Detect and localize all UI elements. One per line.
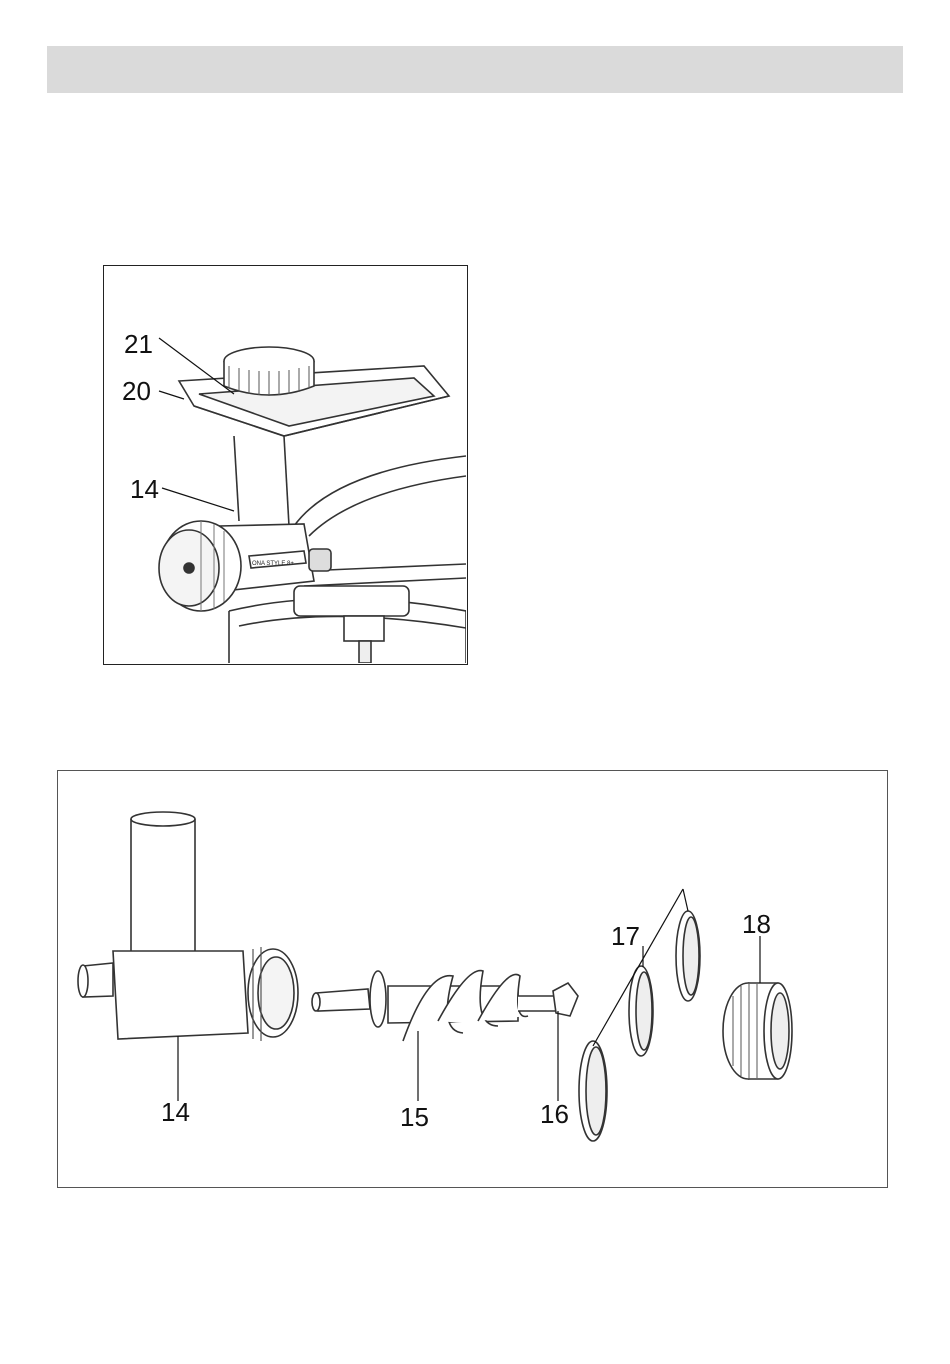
- auger-part: [312, 971, 558, 1101]
- callout-17: 17: [611, 923, 640, 949]
- callout-14: 14: [130, 476, 159, 502]
- callout-18: 18: [742, 911, 771, 937]
- assembled-grinder-drawing: ONA STYLE 8+: [104, 266, 466, 663]
- exploded-parts-figure: 14 15 16 17 18: [57, 770, 888, 1188]
- blade-part: [553, 983, 578, 1101]
- callout-20: 20: [122, 378, 151, 404]
- callout-16: 16: [540, 1101, 569, 1127]
- ring-nut-part: [723, 936, 792, 1079]
- assembled-grinder-figure: ONA STYLE 8+ 21 20 14: [103, 265, 468, 665]
- callout-21: 21: [124, 331, 153, 357]
- plate-marking: ONA STYLE 8+: [252, 561, 294, 567]
- callout-14-bottom: 14: [161, 1099, 190, 1125]
- grinder-body-part: [78, 812, 298, 1101]
- section-header-bar: [47, 46, 903, 93]
- callout-15: 15: [400, 1104, 429, 1130]
